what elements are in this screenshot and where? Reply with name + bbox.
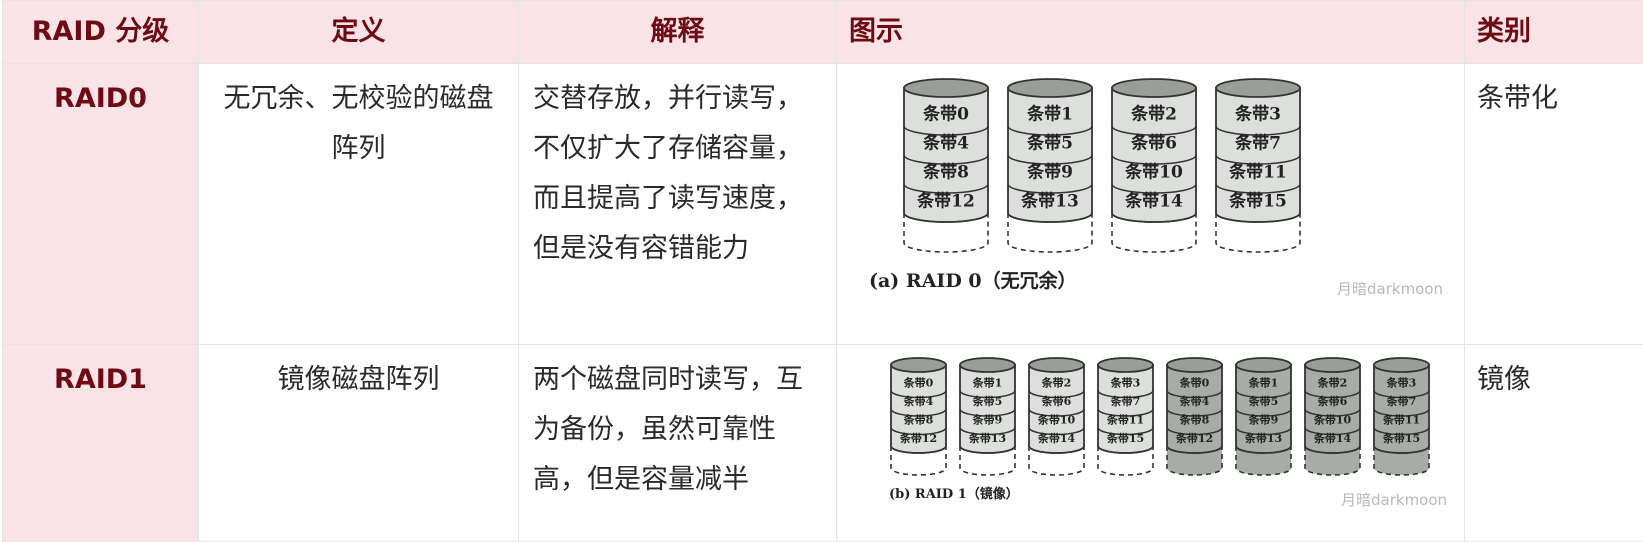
watermark: 月暗darkmoon — [1341, 491, 1447, 509]
stripe-label: 条带1 — [1026, 104, 1073, 125]
stripe-label: 条带11 — [1228, 162, 1287, 183]
disk-cylinder: 条带2 条带6 条带10 条带14 — [1029, 358, 1084, 475]
disk-top — [1008, 79, 1092, 97]
disk-cylinder: 条带1 条带5 条带9 条带13 — [960, 358, 1015, 475]
stripe-label: 条带4 — [1179, 394, 1210, 408]
category: 镜像 — [1465, 345, 1643, 542]
table-row: RAID0 无冗余、无校验的磁盘阵列 交替存放，并行读写，不仅扩大了存储容量，而… — [3, 64, 1643, 345]
raid-level: RAID0 — [3, 64, 199, 345]
disk-top — [904, 79, 988, 97]
disk-cylinder: 条带0 条带4 条带8 条带12 — [904, 79, 988, 252]
disk-cylinder: 条带3 条带7 条带11 条带15 — [1098, 358, 1153, 475]
stripe-label: 条带11 — [1382, 412, 1420, 426]
stripe-label: 条带15 — [1382, 431, 1420, 445]
stripe-label: 条带13 — [1244, 431, 1282, 445]
definition: 镜像磁盘阵列 — [199, 345, 519, 542]
stripe-label: 条带14 — [1037, 431, 1076, 445]
stripe-label: 条带12 — [899, 431, 937, 445]
raid1-figure: 条带0 条带4 条带8 条带12 条带1 条带5 条带9 条带13 条带2 条带6 条带10 条带14… — [837, 345, 1465, 542]
stripe-label: 条带9 — [1026, 162, 1073, 183]
disk-top — [891, 358, 946, 372]
stripe-label: 条带9 — [972, 412, 1003, 426]
disk-top — [1374, 358, 1429, 372]
stripe-label: 条带14 — [1313, 431, 1352, 445]
header-category: 类别 — [1465, 1, 1643, 64]
disk-top — [1216, 79, 1300, 97]
stripe-label: 条带8 — [903, 412, 934, 426]
figure-caption: (a) RAID 0（无冗余） — [869, 271, 1077, 291]
disk-cylinder: 条带0 条带4 条带8 条带12 — [891, 358, 946, 475]
category: 条带化 — [1465, 64, 1643, 345]
stripe-label: 条带7 — [1110, 394, 1141, 408]
disk-top — [1029, 358, 1084, 372]
stripe-label: 条带10 — [1124, 162, 1183, 183]
disk-top — [1236, 358, 1291, 372]
stripe-label: 条带6 — [1041, 394, 1072, 408]
stripe-label: 条带0 — [922, 104, 969, 125]
disk-top — [960, 358, 1015, 372]
disk-cylinder: 条带0 条带4 条带8 条带12 — [1167, 358, 1222, 475]
stripe-label: 条带4 — [903, 394, 934, 408]
disk-cylinder: 条带3 条带7 条带11 条带15 — [1374, 358, 1429, 475]
header-level: RAID 分级 — [3, 1, 199, 64]
disk-cylinder: 条带2 条带6 条带10 条带14 — [1112, 79, 1196, 252]
header-figure: 图示 — [837, 1, 1465, 64]
disk-cylinder: 条带3 条带7 条带11 条带15 — [1216, 79, 1300, 252]
stripe-label: 条带11 — [1106, 412, 1144, 426]
stripe-label: 条带15 — [1106, 431, 1144, 445]
stripe-label: 条带5 — [972, 394, 1003, 408]
header-explanation: 解释 — [519, 1, 837, 64]
stripe-label: 条带5 — [1248, 394, 1279, 408]
stripe-label: 条带4 — [922, 133, 969, 154]
stripe-label: 条带10 — [1313, 412, 1352, 426]
stripe-label: 条带9 — [1248, 412, 1279, 426]
stripe-label: 条带5 — [1026, 133, 1073, 154]
stripe-label: 条带0 — [1179, 375, 1210, 389]
table-row: RAID1 镜像磁盘阵列 两个磁盘同时读写，互为备份，虽然可靠性高，但是容量减半… — [3, 345, 1643, 542]
stripe-label: 条带12 — [916, 191, 975, 212]
watermark: 月暗darkmoon — [1337, 280, 1443, 298]
stripe-label: 条带10 — [1037, 412, 1076, 426]
disk-cylinder: 条带1 条带5 条带9 条带13 — [1008, 79, 1092, 252]
stripe-label: 条带2 — [1041, 375, 1072, 389]
disk-top — [1305, 358, 1360, 372]
stripe-label: 条带7 — [1386, 394, 1417, 408]
disk-top — [1112, 79, 1196, 97]
raid0-figure: 条带0 条带4 条带8 条带12 条带1 条带5 条带9 条带13 条带2 条带6 条带10 条带14… — [837, 64, 1465, 345]
stripe-label: 条带1 — [972, 375, 1003, 389]
stripe-label: 条带15 — [1228, 191, 1287, 212]
definition: 无冗余、无校验的磁盘阵列 — [199, 64, 519, 345]
stripe-label: 条带14 — [1124, 191, 1183, 212]
disk-top — [1098, 358, 1153, 372]
stripe-label: 条带2 — [1317, 375, 1348, 389]
disk-top — [1167, 358, 1222, 372]
stripe-label: 条带6 — [1130, 133, 1177, 154]
stripe-label: 条带12 — [1175, 431, 1213, 445]
stripe-label: 条带7 — [1234, 133, 1281, 154]
stripe-label: 条带13 — [968, 431, 1006, 445]
stripe-label: 条带3 — [1110, 375, 1141, 389]
header-row: RAID 分级 定义 解释 图示 类别 — [3, 1, 1643, 64]
disk-cylinder: 条带2 条带6 条带10 条带14 — [1305, 358, 1360, 475]
stripe-label: 条带6 — [1317, 394, 1348, 408]
header-definition: 定义 — [199, 1, 519, 64]
stripe-label: 条带8 — [1179, 412, 1210, 426]
stripe-label: 条带8 — [922, 162, 969, 183]
explanation: 两个磁盘同时读写，互为备份，虽然可靠性高，但是容量减半 — [519, 345, 837, 542]
stripe-label: 条带13 — [1020, 191, 1079, 212]
raid-level: RAID1 — [3, 345, 199, 542]
stripe-label: 条带0 — [903, 375, 934, 389]
stripe-label: 条带3 — [1234, 104, 1281, 125]
stripe-label: 条带2 — [1130, 104, 1177, 125]
stripe-label: 条带1 — [1248, 375, 1279, 389]
disk-cylinder: 条带1 条带5 条带9 条带13 — [1236, 358, 1291, 475]
figure-caption: (b) RAID 1（镜像） — [889, 485, 1019, 505]
stripe-label: 条带3 — [1386, 375, 1417, 389]
explanation: 交替存放，并行读写，不仅扩大了存储容量，而且提高了读写速度，但是没有容错能力 — [519, 64, 837, 345]
